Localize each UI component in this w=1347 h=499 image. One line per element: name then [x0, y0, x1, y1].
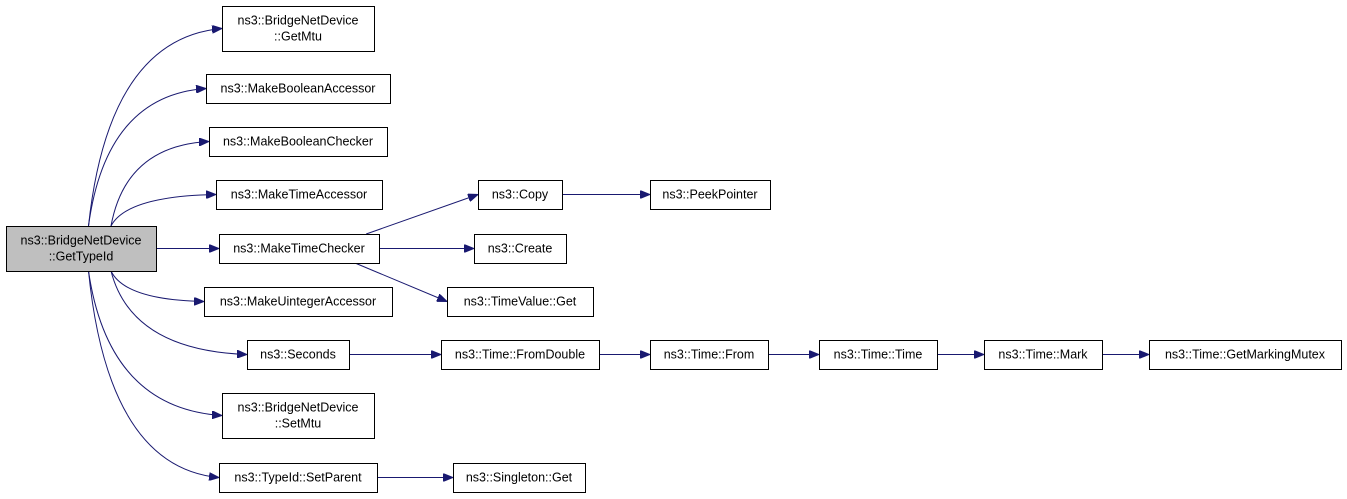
- edge-root-to-seconds: [110, 270, 247, 355]
- node-box[interactable]: [204, 287, 393, 317]
- node-box: [6, 226, 157, 272]
- node-label: ns3::BridgeNetDevice: [238, 401, 359, 415]
- node-peek[interactable]: ns3::PeekPointer: [650, 180, 771, 210]
- node-label: ns3::Time::Mark: [998, 348, 1088, 362]
- node-label: ns3::BridgeNetDevice: [21, 234, 142, 248]
- node-label: ns3::Create: [488, 242, 553, 256]
- node-label: ::SetMtu: [275, 417, 322, 431]
- node-mktimeacc[interactable]: ns3::MakeTimeAccessor: [216, 180, 383, 210]
- node-create[interactable]: ns3::Create: [474, 234, 567, 264]
- edge-root-to-setparent: [88, 270, 220, 478]
- node-box[interactable]: [1149, 340, 1342, 370]
- node-box[interactable]: [819, 340, 938, 370]
- edge-root-to-setmtu: [88, 270, 223, 416]
- node-singleton[interactable]: ns3::Singleton::Get: [453, 463, 586, 493]
- node-setparent[interactable]: ns3::TypeId::SetParent: [219, 463, 378, 493]
- node-label: ns3::TimeValue::Get: [464, 295, 577, 309]
- node-box[interactable]: [247, 340, 350, 370]
- node-box[interactable]: [441, 340, 600, 370]
- node-box[interactable]: [206, 74, 391, 104]
- node-label: ns3::Time::From: [664, 348, 755, 362]
- node-label: ns3::MakeTimeAccessor: [231, 188, 367, 202]
- edge-root-to-mkboolacc: [88, 89, 207, 227]
- node-root: ns3::BridgeNetDevice::GetTypeId: [6, 226, 157, 272]
- node-label: ns3::Time::GetMarkingMutex: [1165, 348, 1326, 362]
- node-label: ::GetMtu: [274, 30, 322, 44]
- node-box[interactable]: [222, 6, 375, 52]
- node-fromdouble[interactable]: ns3::Time::FromDouble: [441, 340, 600, 370]
- node-label: ns3::BridgeNetDevice: [238, 14, 359, 28]
- node-box[interactable]: [219, 234, 380, 264]
- node-label: ::GetTypeId: [49, 250, 114, 264]
- node-box[interactable]: [209, 127, 388, 157]
- node-label: ns3::Singleton::Get: [466, 471, 573, 485]
- node-time[interactable]: ns3::Time::Time: [819, 340, 938, 370]
- node-box[interactable]: [216, 180, 383, 210]
- node-box[interactable]: [474, 234, 567, 264]
- nodes: ns3::BridgeNetDevice::GetTypeIdns3::Brid…: [6, 6, 1342, 493]
- node-box[interactable]: [447, 287, 594, 317]
- node-seconds[interactable]: ns3::Seconds: [247, 340, 350, 370]
- node-box[interactable]: [453, 463, 586, 493]
- edge-root-to-getmtu: [88, 29, 223, 227]
- node-box[interactable]: [222, 393, 375, 439]
- node-mkboolchk[interactable]: ns3::MakeBooleanChecker: [209, 127, 388, 157]
- node-label: ns3::TypeId::SetParent: [234, 471, 362, 485]
- node-box[interactable]: [984, 340, 1103, 370]
- node-label: ns3::PeekPointer: [662, 188, 757, 202]
- node-mkboolacc[interactable]: ns3::MakeBooleanAccessor: [206, 74, 391, 104]
- node-box[interactable]: [650, 180, 771, 210]
- node-label: ns3::Copy: [492, 188, 549, 202]
- edge-mktimechk-to-copy: [366, 195, 478, 235]
- node-mktimechk[interactable]: ns3::MakeTimeChecker: [219, 234, 380, 264]
- node-copy[interactable]: ns3::Copy: [478, 180, 563, 210]
- edge-root-to-mktimeacc: [110, 195, 216, 227]
- node-label: ns3::Time::FromDouble: [455, 348, 585, 362]
- node-box[interactable]: [650, 340, 769, 370]
- node-mark[interactable]: ns3::Time::Mark: [984, 340, 1103, 370]
- node-setmtu[interactable]: ns3::BridgeNetDevice::SetMtu: [222, 393, 375, 439]
- node-label: ns3::MakeTimeChecker: [233, 242, 365, 256]
- node-label: ns3::Seconds: [260, 348, 336, 362]
- edge-root-to-mkuintacc: [110, 270, 204, 302]
- edge-root-to-mkboolchk: [110, 142, 209, 227]
- node-label: ns3::Time::Time: [834, 348, 923, 362]
- node-from[interactable]: ns3::Time::From: [650, 340, 769, 370]
- node-box[interactable]: [219, 463, 378, 493]
- node-mkuintacc[interactable]: ns3::MakeUintegerAccessor: [204, 287, 393, 317]
- node-mutex[interactable]: ns3::Time::GetMarkingMutex: [1149, 340, 1342, 370]
- node-label: ns3::MakeBooleanAccessor: [221, 82, 376, 96]
- node-box[interactable]: [478, 180, 563, 210]
- edge-mktimechk-to-tvget: [354, 262, 447, 302]
- node-tvget[interactable]: ns3::TimeValue::Get: [447, 287, 594, 317]
- node-label: ns3::MakeUintegerAccessor: [220, 295, 376, 309]
- edges: [88, 29, 1149, 478]
- node-getmtu[interactable]: ns3::BridgeNetDevice::GetMtu: [222, 6, 375, 52]
- node-label: ns3::MakeBooleanChecker: [223, 135, 373, 149]
